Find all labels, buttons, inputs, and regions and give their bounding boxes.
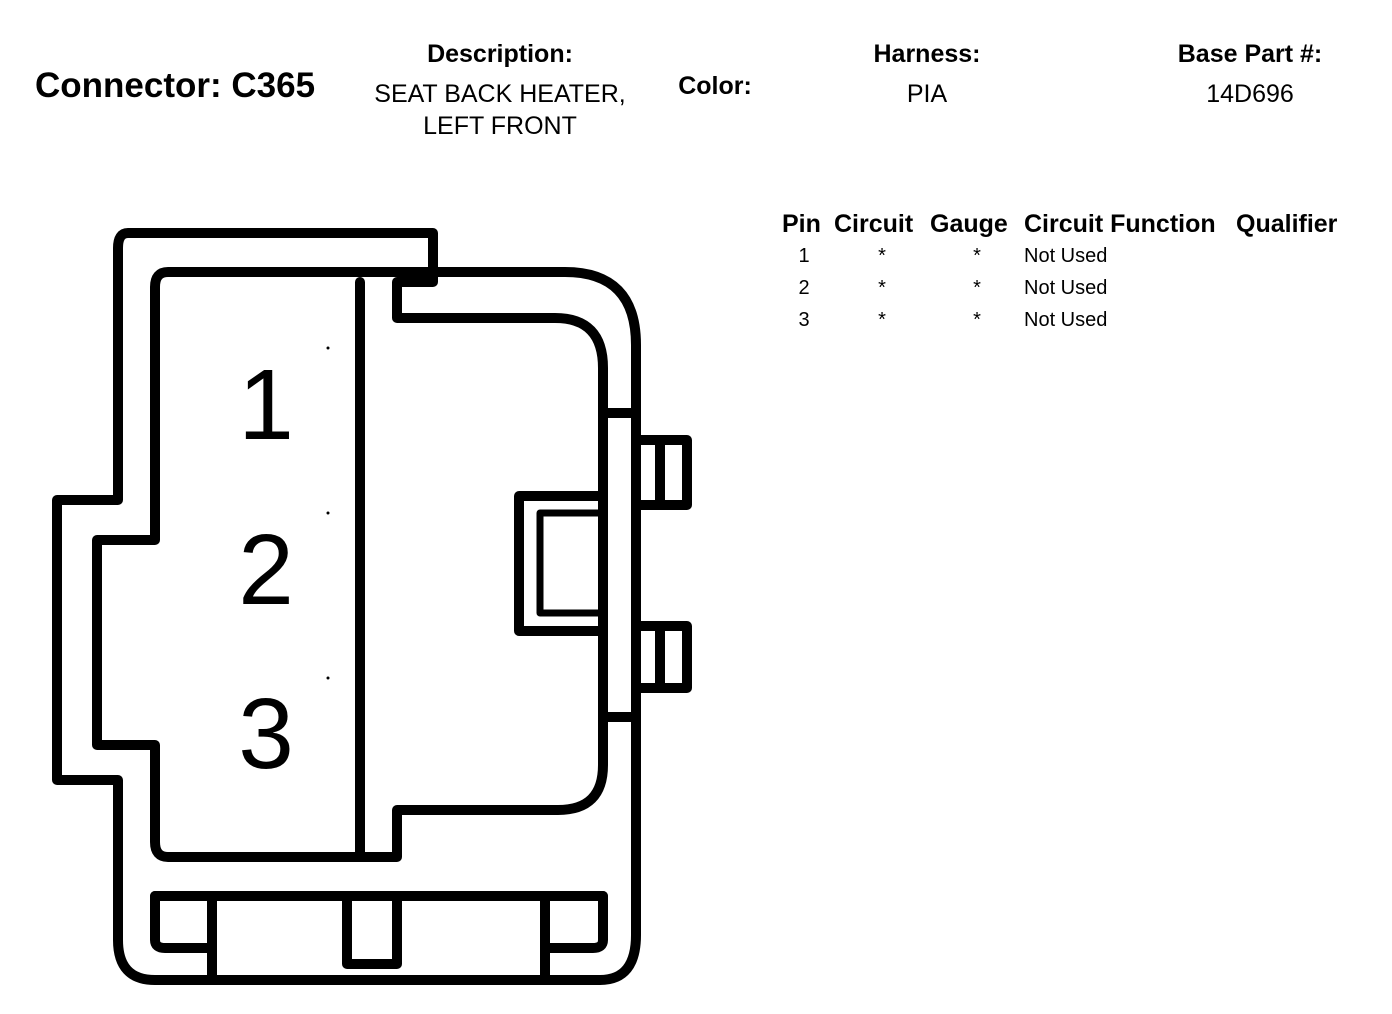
harness-value: PIA	[906, 80, 948, 108]
header-qualifier: Qualifier	[1236, 209, 1338, 238]
row-function: Not Used	[1024, 276, 1108, 299]
pin-table: Pin Circuit Gauge Circuit Function Quali…	[782, 208, 1337, 336]
row-circuit: *	[878, 276, 886, 299]
connector-title: Connector: C365	[35, 66, 316, 105]
pin-number-2: 2	[238, 514, 294, 626]
row-gauge: *	[973, 308, 981, 331]
pin-table-header-row: Pin Circuit Gauge Circuit Function Quali…	[782, 208, 1337, 240]
row-qualifier	[1236, 240, 1337, 272]
bottom-terminal-left	[150, 891, 217, 953]
row-circuit: *	[878, 244, 886, 267]
row-gauge: *	[973, 244, 981, 267]
description-line-2: LEFT FRONT	[423, 112, 577, 140]
latch-inner	[536, 509, 607, 617]
base-part-value: 14D696	[1206, 80, 1294, 108]
harness-label: Harness:	[873, 40, 981, 68]
bottom-terminal-middle	[342, 891, 402, 969]
description-value: SEAT BACK HEATER, LEFT FRONT	[340, 78, 660, 142]
pin-dot-1	[326, 346, 330, 350]
table-row: 3 * * Not Used	[782, 304, 1337, 336]
row-function: Not Used	[1024, 244, 1108, 267]
table-row: 2 * * Not Used	[782, 272, 1337, 304]
description-line-1: SEAT BACK HEATER,	[374, 80, 626, 108]
pin-cavity-outline	[92, 267, 608, 862]
row-gauge: *	[973, 276, 981, 299]
latch-outline	[514, 491, 608, 636]
header-gauge: Gauge	[930, 209, 1008, 238]
pin-dot-2	[326, 511, 330, 515]
bottom-terminal-right	[540, 891, 608, 953]
row-function: Not Used	[1024, 308, 1108, 331]
row-pin: 2	[798, 276, 810, 299]
housing-outer-outline	[52, 228, 641, 985]
color-label: Color:	[678, 72, 752, 100]
row-circuit: *	[878, 308, 886, 331]
header-circuit-function: Circuit Function	[1024, 209, 1216, 238]
header-pin: Pin	[782, 209, 821, 238]
description-label: Description:	[427, 40, 573, 68]
header-circuit: Circuit	[834, 209, 914, 238]
pin-number-3: 3	[238, 678, 294, 790]
base-part-label: Base Part #:	[1177, 40, 1323, 68]
pin-number-1: 1	[238, 349, 294, 461]
connector-diagram: 1 2 3	[52, 228, 692, 985]
row-pin: 3	[798, 308, 810, 331]
row-qualifier	[1236, 304, 1337, 336]
row-pin: 1	[798, 244, 810, 267]
table-row: 1 * * Not Used	[782, 240, 1337, 272]
row-qualifier	[1236, 272, 1337, 304]
pin-dot-3	[326, 676, 330, 680]
